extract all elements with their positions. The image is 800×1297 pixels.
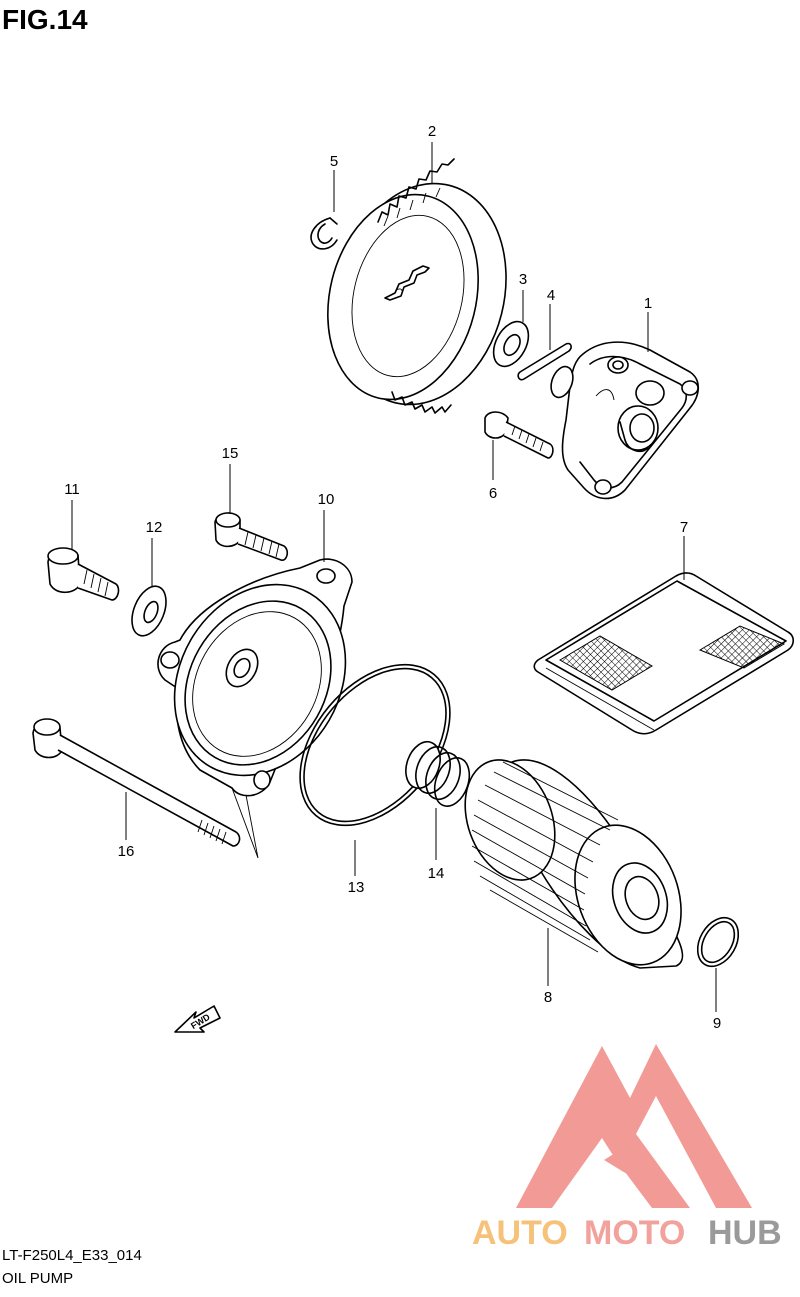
- washer-part-3: [492, 320, 530, 368]
- model-code: LT-F250L4_E33_014: [2, 1247, 142, 1264]
- callout-10: 10: [318, 491, 335, 508]
- oil-pump-body-part-1: [550, 341, 700, 500]
- group-name: OIL PUMP: [2, 1270, 74, 1287]
- fwd-arrow: FWD: [174, 1005, 221, 1033]
- bolt-part-11: [47, 547, 120, 601]
- callout-4: 4: [547, 287, 555, 304]
- brand-hub: HUB: [708, 1214, 782, 1252]
- callout-6: 6: [489, 485, 497, 502]
- leader-lines: [71, 142, 717, 1012]
- spring-part-14: [405, 740, 471, 807]
- callout-16: 16: [118, 843, 135, 860]
- screen-part-7: [533, 572, 795, 735]
- brand-moto: MOTO: [584, 1214, 685, 1252]
- callout-15: 15: [222, 445, 239, 462]
- callout-13: 13: [348, 879, 365, 896]
- brand-auto: AUTO: [472, 1214, 568, 1252]
- filter-cap-part-10: [157, 558, 353, 859]
- figure-title: FIG.14: [2, 4, 88, 35]
- callout-8: 8: [544, 989, 552, 1006]
- callout-2: 2: [428, 123, 436, 140]
- callout-11: 11: [64, 481, 80, 498]
- watermark-logo: [516, 1044, 752, 1208]
- watermark-brand: AUTO MOTO HUB: [472, 1214, 782, 1252]
- callout-1: 1: [644, 295, 652, 312]
- callout-14: 14: [428, 865, 445, 882]
- washer-part-12: [131, 585, 167, 637]
- circlip-part-5: [310, 217, 338, 250]
- driven-gear-part-2: [327, 158, 507, 414]
- callout-5: 5: [330, 153, 338, 170]
- bolt-part-15: [214, 512, 289, 561]
- callout-3: 3: [519, 271, 527, 288]
- oil-filter-part-8: [464, 759, 684, 969]
- pin-part-4: [517, 342, 572, 381]
- long-bolt-part-16: [32, 718, 241, 847]
- o-ring-part-9: [696, 916, 740, 968]
- bolt-part-6: [484, 411, 554, 459]
- callout-7: 7: [680, 519, 688, 536]
- callout-labels: 2 5 3 4 1 6 7 10 15 11 12 16 13 14 8 9: [64, 123, 721, 1032]
- callout-12: 12: [146, 519, 163, 536]
- callout-9: 9: [713, 1015, 721, 1032]
